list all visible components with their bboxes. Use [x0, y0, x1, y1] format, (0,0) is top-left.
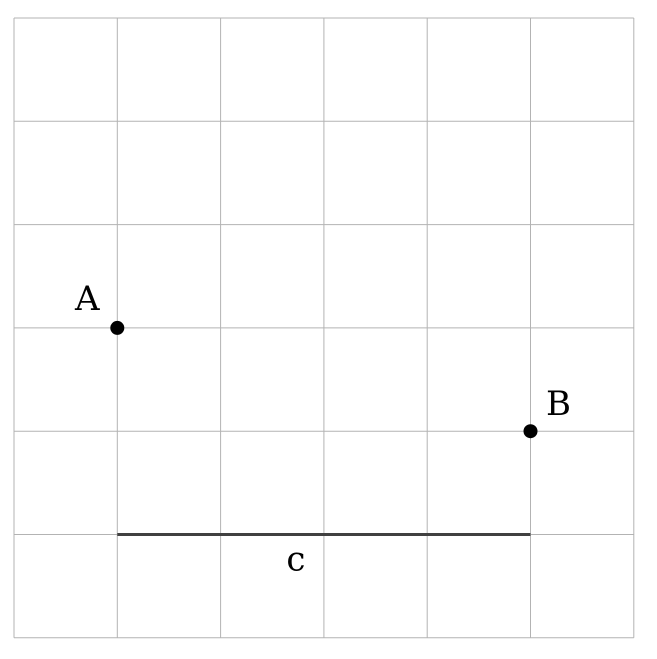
point-b: [523, 424, 538, 439]
grid-lines: [13, 17, 635, 639]
segment-c-label: c: [286, 540, 305, 580]
point-a: [110, 320, 125, 335]
point-b-label: B: [546, 384, 571, 424]
point-a-label: A: [74, 279, 100, 319]
